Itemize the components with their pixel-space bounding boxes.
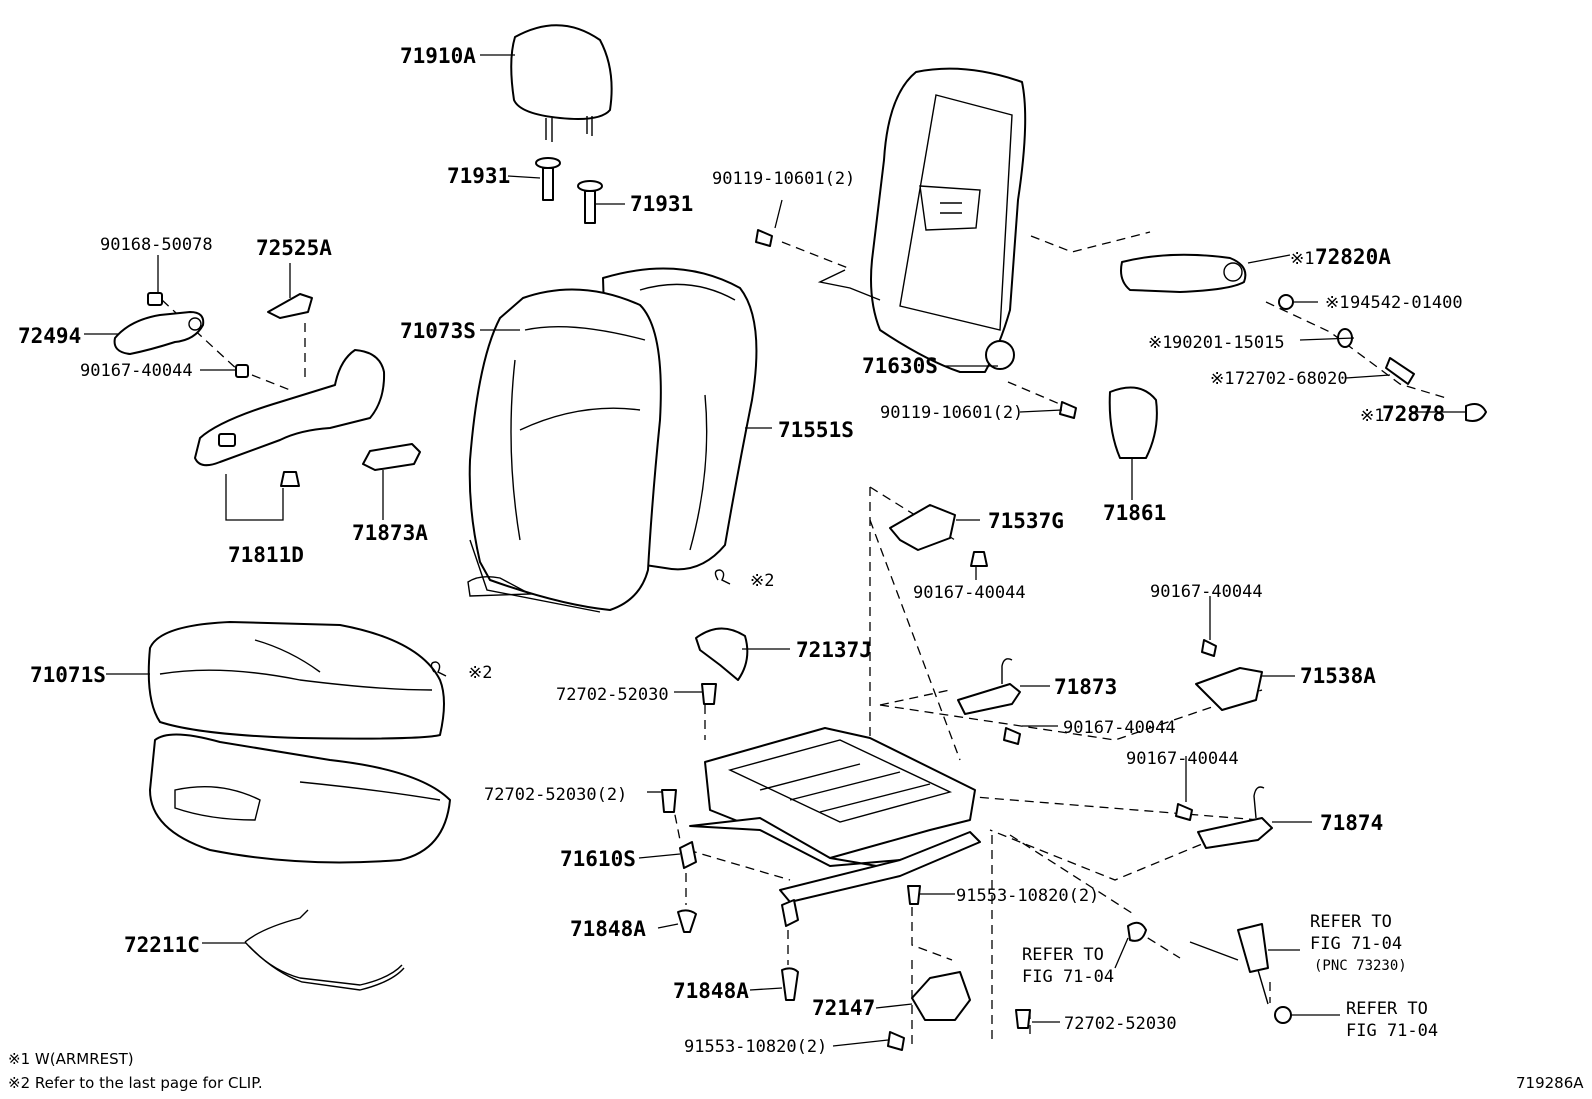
refer-pnc: (PNC 73230) [1314, 958, 1407, 974]
clip-note-back: ※2 [750, 571, 774, 591]
label-72147: 72147 [812, 996, 875, 1020]
mark-90201: ※1 [1148, 333, 1172, 353]
label-90167-40044-71873: 90167-40044 [1063, 718, 1176, 738]
label-71073s: 71073S [400, 319, 476, 343]
label-72525a: 72525A [256, 236, 332, 260]
headrest-support-illustration [535, 157, 603, 224]
recliner-cover-71537g-illustration [889, 504, 988, 567]
mark-94542: ※1 [1325, 293, 1349, 313]
label-72137j: 72137J [796, 638, 872, 662]
fasteners-illustration [661, 683, 1031, 1051]
refer-bot-line1: REFER TO [1346, 999, 1428, 1019]
label-71071s: 71071S [30, 663, 106, 687]
label-71873: 71873 [1054, 675, 1117, 699]
wire-illustration [244, 909, 405, 991]
leader-lines [84, 54, 1466, 1047]
clip-note-cushion: ※2 [468, 663, 492, 683]
label-72702-52030-2: 72702-52030(2) [484, 785, 627, 805]
part-number-labels: 71910A 71931 71931 90168-50078 72525A 72… [18, 44, 1463, 1057]
label-71848a-upper: 71848A [570, 917, 646, 941]
label-91553-10820-top: 91553-10820(2) [956, 886, 1099, 906]
seat-cushion-illustration [147, 621, 451, 864]
label-72878: 72878 [1382, 402, 1445, 426]
footnotes: ※1 W(ARMREST) ※2 Refer to the last page … [8, 1050, 1584, 1092]
label-72820a: 72820A [1315, 245, 1391, 269]
label-71874: 71874 [1320, 811, 1383, 835]
label-71931-right: 71931 [630, 192, 693, 216]
label-72211c: 72211C [124, 933, 200, 957]
mark-72820a: ※1 [1290, 249, 1314, 269]
refer-bot-line2: FIG 71-04 [1346, 1021, 1438, 1041]
label-71848a-lower: 71848A [673, 979, 749, 1003]
label-71910a: 71910A [400, 44, 476, 68]
footnote-2: ※2 Refer to the last page for CLIP. [8, 1074, 263, 1092]
cover-71538a-illustration [1195, 639, 1263, 711]
label-72702-52030-top: 72702-52030 [556, 685, 669, 705]
hinge-cover-illustration [113, 292, 249, 378]
label-90119-10601-mid: 90119-10601(2) [880, 403, 1023, 423]
label-71630s: 71630S [862, 354, 938, 378]
seat-back-frame-illustration [817, 67, 1027, 373]
label-91553-10820-bottom: 91553-10820(2) [684, 1037, 827, 1057]
refer-top-line1: REFER TO [1310, 912, 1392, 932]
knob-71861-illustration [1108, 386, 1158, 459]
figure-id: 719286A [1516, 1074, 1584, 1092]
label-90168-50078: 90168-50078 [100, 235, 213, 255]
label-71610s: 71610S [560, 847, 636, 871]
armrest-illustration [1120, 253, 1247, 293]
bracket-71873a-illustration [362, 443, 421, 471]
label-71873a: 71873A [352, 521, 428, 545]
shield-assy-illustration [194, 349, 386, 487]
bracket-72147-illustration [911, 971, 971, 1021]
refer-mid-line2: FIG 71-04 [1022, 967, 1114, 987]
clip-symbols [430, 569, 731, 677]
label-90119-10601-top: 90119-10601(2) [712, 169, 855, 189]
headrest-illustration [510, 24, 613, 142]
refer-mid-line1: REFER TO [1022, 945, 1104, 965]
bracket-71874-illustration [1175, 786, 1273, 849]
label-90167-40044-left: 90167-40044 [80, 361, 193, 381]
label-71811d: 71811D [228, 543, 304, 567]
label-72702-52030-bottom: 72702-52030 [1064, 1014, 1177, 1034]
seat-belt-buckle-illustration [1127, 921, 1292, 1024]
mark-72702-68020: ※1 [1210, 369, 1234, 389]
label-72702-68020: 72702-68020 [1235, 369, 1348, 389]
label-71861: 71861 [1103, 501, 1166, 525]
label-90201-15015: 90201-15015 [1172, 333, 1285, 353]
label-72494: 72494 [18, 324, 81, 348]
mark-72878: ※1 [1360, 406, 1384, 426]
label-71931-left: 71931 [447, 164, 510, 188]
seat-adjuster-illustration [679, 727, 981, 927]
label-90167-40044-71537g: 90167-40044 [913, 583, 1026, 603]
label-71537g: 71537G [988, 509, 1064, 533]
footnote-1: ※1 W(ARMREST) [8, 1050, 134, 1068]
seat-back-cover-illustration [467, 267, 758, 613]
refer-top-line2: FIG 71-04 [1310, 934, 1402, 954]
bracket-71873-illustration [957, 658, 1021, 745]
label-71551s: 71551S [778, 418, 854, 442]
shield-cover-illustration [267, 293, 313, 319]
label-90167-40044-top-right: 90167-40044 [1150, 582, 1263, 602]
armrest-hardware-illustration [1278, 294, 1487, 422]
label-94542-01400: 94542-01400 [1350, 293, 1463, 313]
cover-72137j-illustration [695, 627, 749, 681]
label-90167-40044-71874: 90167-40044 [1126, 749, 1239, 769]
label-71538a: 71538A [1300, 664, 1376, 688]
